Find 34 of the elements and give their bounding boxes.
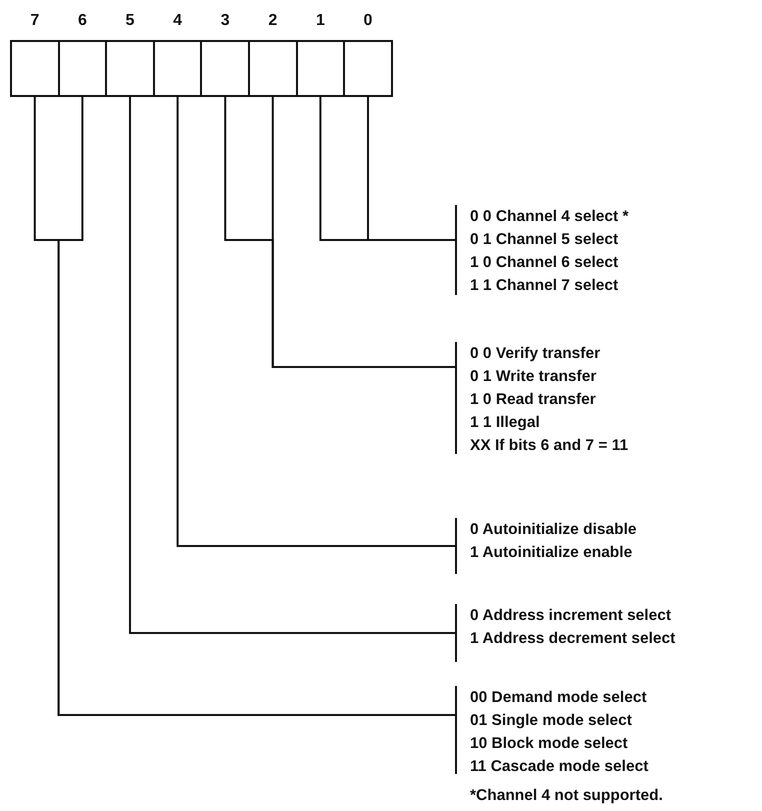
bit-number: 3 [220, 12, 231, 30]
option-text: 0 0 Channel 4 select * [470, 207, 629, 227]
option-text: 1 1 Illegal [470, 413, 541, 433]
bit-number: 0 [362, 12, 374, 30]
bit-number: 1 [314, 12, 326, 30]
option-text: 00 Demand mode select [470, 688, 648, 708]
option-text: 1 1 Channel 7 select [470, 276, 620, 296]
option-text: 0 0 Verify transfer [470, 344, 602, 364]
option-text: 1 0 Channel 6 select [470, 253, 620, 273]
option-text: 0 1 Channel 5 select [470, 230, 620, 250]
option-text: 1 0 Read transfer [470, 390, 597, 410]
footnote: *Channel 4 not supported. [470, 787, 663, 805]
option-text: 01 Single mode select [470, 711, 633, 731]
connector-line [129, 97, 455, 634]
bit-number: 2 [267, 12, 278, 30]
bracket-list [455, 342, 628, 454]
option-text: 1 Address decrement select [470, 629, 676, 649]
option-text: XX If bits 6 and 7 = 11 [470, 436, 628, 456]
bit-number: 6 [76, 12, 88, 30]
bracket-list [455, 686, 648, 774]
option-text: 1 Autoinitialize enable [470, 543, 634, 563]
bit-number: 4 [172, 12, 184, 30]
connector-line [176, 97, 455, 547]
option-text: 10 Block mode select [470, 734, 629, 754]
option-text: 0 Autoinitialize disable [470, 520, 637, 540]
bit-number: 5 [124, 12, 136, 30]
option-text: 11 Cascade mode select [470, 757, 648, 777]
connector-line [367, 97, 455, 241]
bracket-list [455, 518, 637, 574]
bracket-list [455, 604, 676, 662]
option-text: 0 Address increment select [470, 606, 672, 626]
bracket-list [455, 205, 629, 295]
option-text: 0 1 Write transfer [470, 367, 598, 387]
bit-number: 7 [29, 12, 40, 30]
